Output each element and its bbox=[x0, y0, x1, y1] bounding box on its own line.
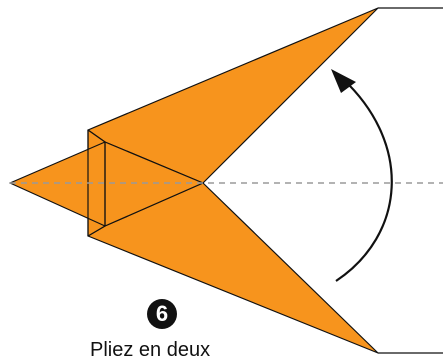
nose-shape bbox=[9, 141, 106, 227]
curved-arrow-up-icon bbox=[335, 78, 393, 282]
arrow-head-icon bbox=[331, 69, 356, 93]
step-caption: Pliez en deux bbox=[90, 339, 211, 361]
step-number-badge: 6 bbox=[147, 299, 177, 329]
